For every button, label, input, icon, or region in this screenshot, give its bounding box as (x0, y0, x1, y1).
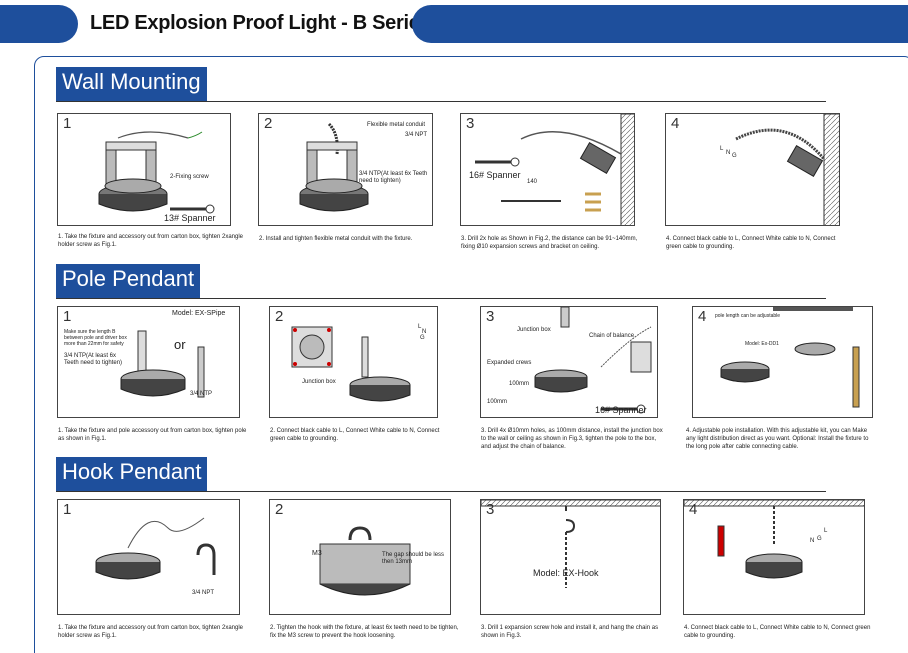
label-teeth: 3/4 NTP(At least 6x Teeth need to tighte… (64, 353, 123, 366)
label-spanner: 13# Spanner (164, 213, 216, 223)
label-model: Model: EX-Hook (533, 568, 599, 578)
hook-step-2-figure: 2 M3 The gap should be less then 13mm (269, 499, 451, 615)
section-divider (56, 491, 826, 492)
label-spanner: 16# Spanner (469, 170, 521, 180)
step-number: 2 (275, 501, 284, 518)
hook-step-4-figure: 4 L N G (683, 499, 865, 615)
fixture-drawing (98, 131, 215, 214)
hook-chain-drawing (481, 500, 660, 588)
label-g: G (817, 536, 822, 542)
pole-step-4-description: 4. Adjustable pole installation. With th… (686, 428, 869, 450)
label-chain-of-balance: Chain of balance (589, 333, 635, 339)
section-divider (56, 298, 826, 299)
wall-step-2-figure: 2 Flexible metal conduit 3/4 NPT 3/4 NTP… (258, 113, 433, 226)
label-g: G (420, 335, 425, 341)
pole-fixture-drawing (120, 330, 205, 398)
label-spanner: 16# Spanner (595, 405, 647, 415)
wall-step-4-description: 4. Connect black cable to L, Connect Whi… (666, 236, 836, 250)
step-number: 4 (698, 308, 707, 325)
label-safety-note: Make sure the length B between pole and … (64, 329, 127, 347)
wall-step-1-figure: 1 2-Fixing screw 13# Spanner (57, 113, 231, 226)
step-number: 1 (63, 115, 72, 132)
label-gap: The gap should be less then 13mm (382, 552, 445, 565)
label-g: G (732, 153, 737, 159)
step-number: 3 (466, 115, 475, 132)
step-number: 3 (486, 501, 495, 518)
pole-step-4-figure: 4 pole length can be adjustable Model: E… (692, 306, 873, 418)
pole-wall-mount-drawing (534, 307, 652, 414)
pole-step-1-description: 1. Take the fixture and pole accessory o… (58, 428, 247, 442)
fixture-with-conduit-drawing (299, 122, 369, 212)
hook-step-2-description: 2. Tighten the hook with the fixture, at… (270, 625, 459, 639)
label-fixing-screw: 2-Fixing screw (170, 174, 209, 180)
content-frame (34, 56, 908, 653)
label-expanded-crews: Expanded crews (487, 360, 532, 366)
hook-step-1-figure: 1 3/4 NPT (57, 499, 240, 615)
label-l: L (720, 146, 724, 152)
wall-bracket-drawing (475, 114, 634, 225)
label-100mm-vertical: 100mm (509, 381, 530, 387)
pole-step-3-figure: 3 Junction box Chain of balance Expanded… (480, 306, 658, 418)
page-title: LED Explosion Proof Light - B Series (90, 12, 431, 34)
step-number: 2 (275, 308, 284, 325)
step-number: 4 (689, 501, 698, 518)
label-npt: 3/4 NTP (190, 391, 213, 397)
label-model: Model: Ex-DD1 (745, 341, 779, 347)
section-title-wall-mounting: Wall Mounting (56, 67, 207, 101)
label-l: L (418, 324, 422, 330)
label-teeth: 3/4 NTP(At least 6x Teeth need to tighte… (359, 171, 428, 184)
wall-wiring-drawing (735, 114, 839, 225)
label-n: N (422, 329, 427, 335)
adjustable-pole-drawing (720, 307, 860, 408)
label-n: N (810, 538, 815, 544)
wall-step-3-description: 3. Drill 2x hole as Shown in Fig.2, the … (461, 236, 638, 250)
step-number: 1 (63, 501, 72, 518)
hook-step-3-description: 3. Drill 1 expansion screw hole and inst… (481, 625, 659, 639)
wall-step-1-description: 1. Take the fixture and accessory out fr… (58, 234, 243, 248)
label-npt: 3/4 NPT (192, 590, 215, 596)
hook-step-3-figure: 3 Model: EX-Hook (480, 499, 661, 615)
label-n: N (726, 150, 731, 156)
step-number: 4 (671, 115, 680, 132)
hook-step-4-description: 4. Connect black cable to L, Connect Whi… (684, 625, 871, 639)
hook-fixture-drawing (95, 517, 216, 580)
label-model: Model: EX-SPipe (172, 310, 226, 317)
header-bar-left (0, 5, 78, 43)
pole-step-1-figure: 1 Model: EX-SPipe Make sure the length B… (57, 306, 240, 418)
hook-wiring-drawing (684, 500, 864, 579)
label-pole-adjustable: pole length can be adjustable (715, 313, 781, 319)
label-100mm-horizontal: 100mm (487, 399, 508, 405)
label-junction-box: Junction box (302, 379, 336, 385)
step-number: 1 (63, 308, 72, 325)
wall-step-4-figure: 4 L N G (665, 113, 840, 226)
label-or: or (174, 337, 186, 352)
pole-step-2-description: 2. Connect black cable to L, Connect Whi… (270, 428, 440, 442)
label-distance: 140 (527, 179, 538, 185)
hook-step-1-description: 1. Take the fixture and accessory out fr… (58, 625, 243, 639)
section-title-pole-pendant: Pole Pendant (56, 264, 201, 298)
label-junction-box: Junction box (517, 327, 551, 333)
section-title-hook-pendant: Hook Pendant (56, 457, 208, 491)
section-divider (56, 101, 826, 102)
step-number: 2 (264, 115, 273, 132)
label-l: L (824, 528, 828, 534)
pole-step-3-description: 3. Drill 4x Ø10mm holes, as 100mm distan… (481, 428, 663, 450)
step-number: 3 (486, 308, 495, 325)
wall-step-3-figure: 3 16# Spanner 140 (460, 113, 635, 226)
label-npt: 3/4 NPT (405, 132, 428, 138)
hook-gap-drawing (319, 526, 411, 596)
header-bar-right (412, 5, 908, 43)
pole-step-2-figure: 2 L N G Junction box (269, 306, 438, 418)
label-m3: M3 (312, 550, 322, 557)
label-flexible-conduit: Flexible metal conduit (367, 122, 426, 128)
junction-box-drawing (291, 326, 411, 402)
wall-step-2-description: 2. Install and tighten flexible metal co… (259, 236, 413, 242)
